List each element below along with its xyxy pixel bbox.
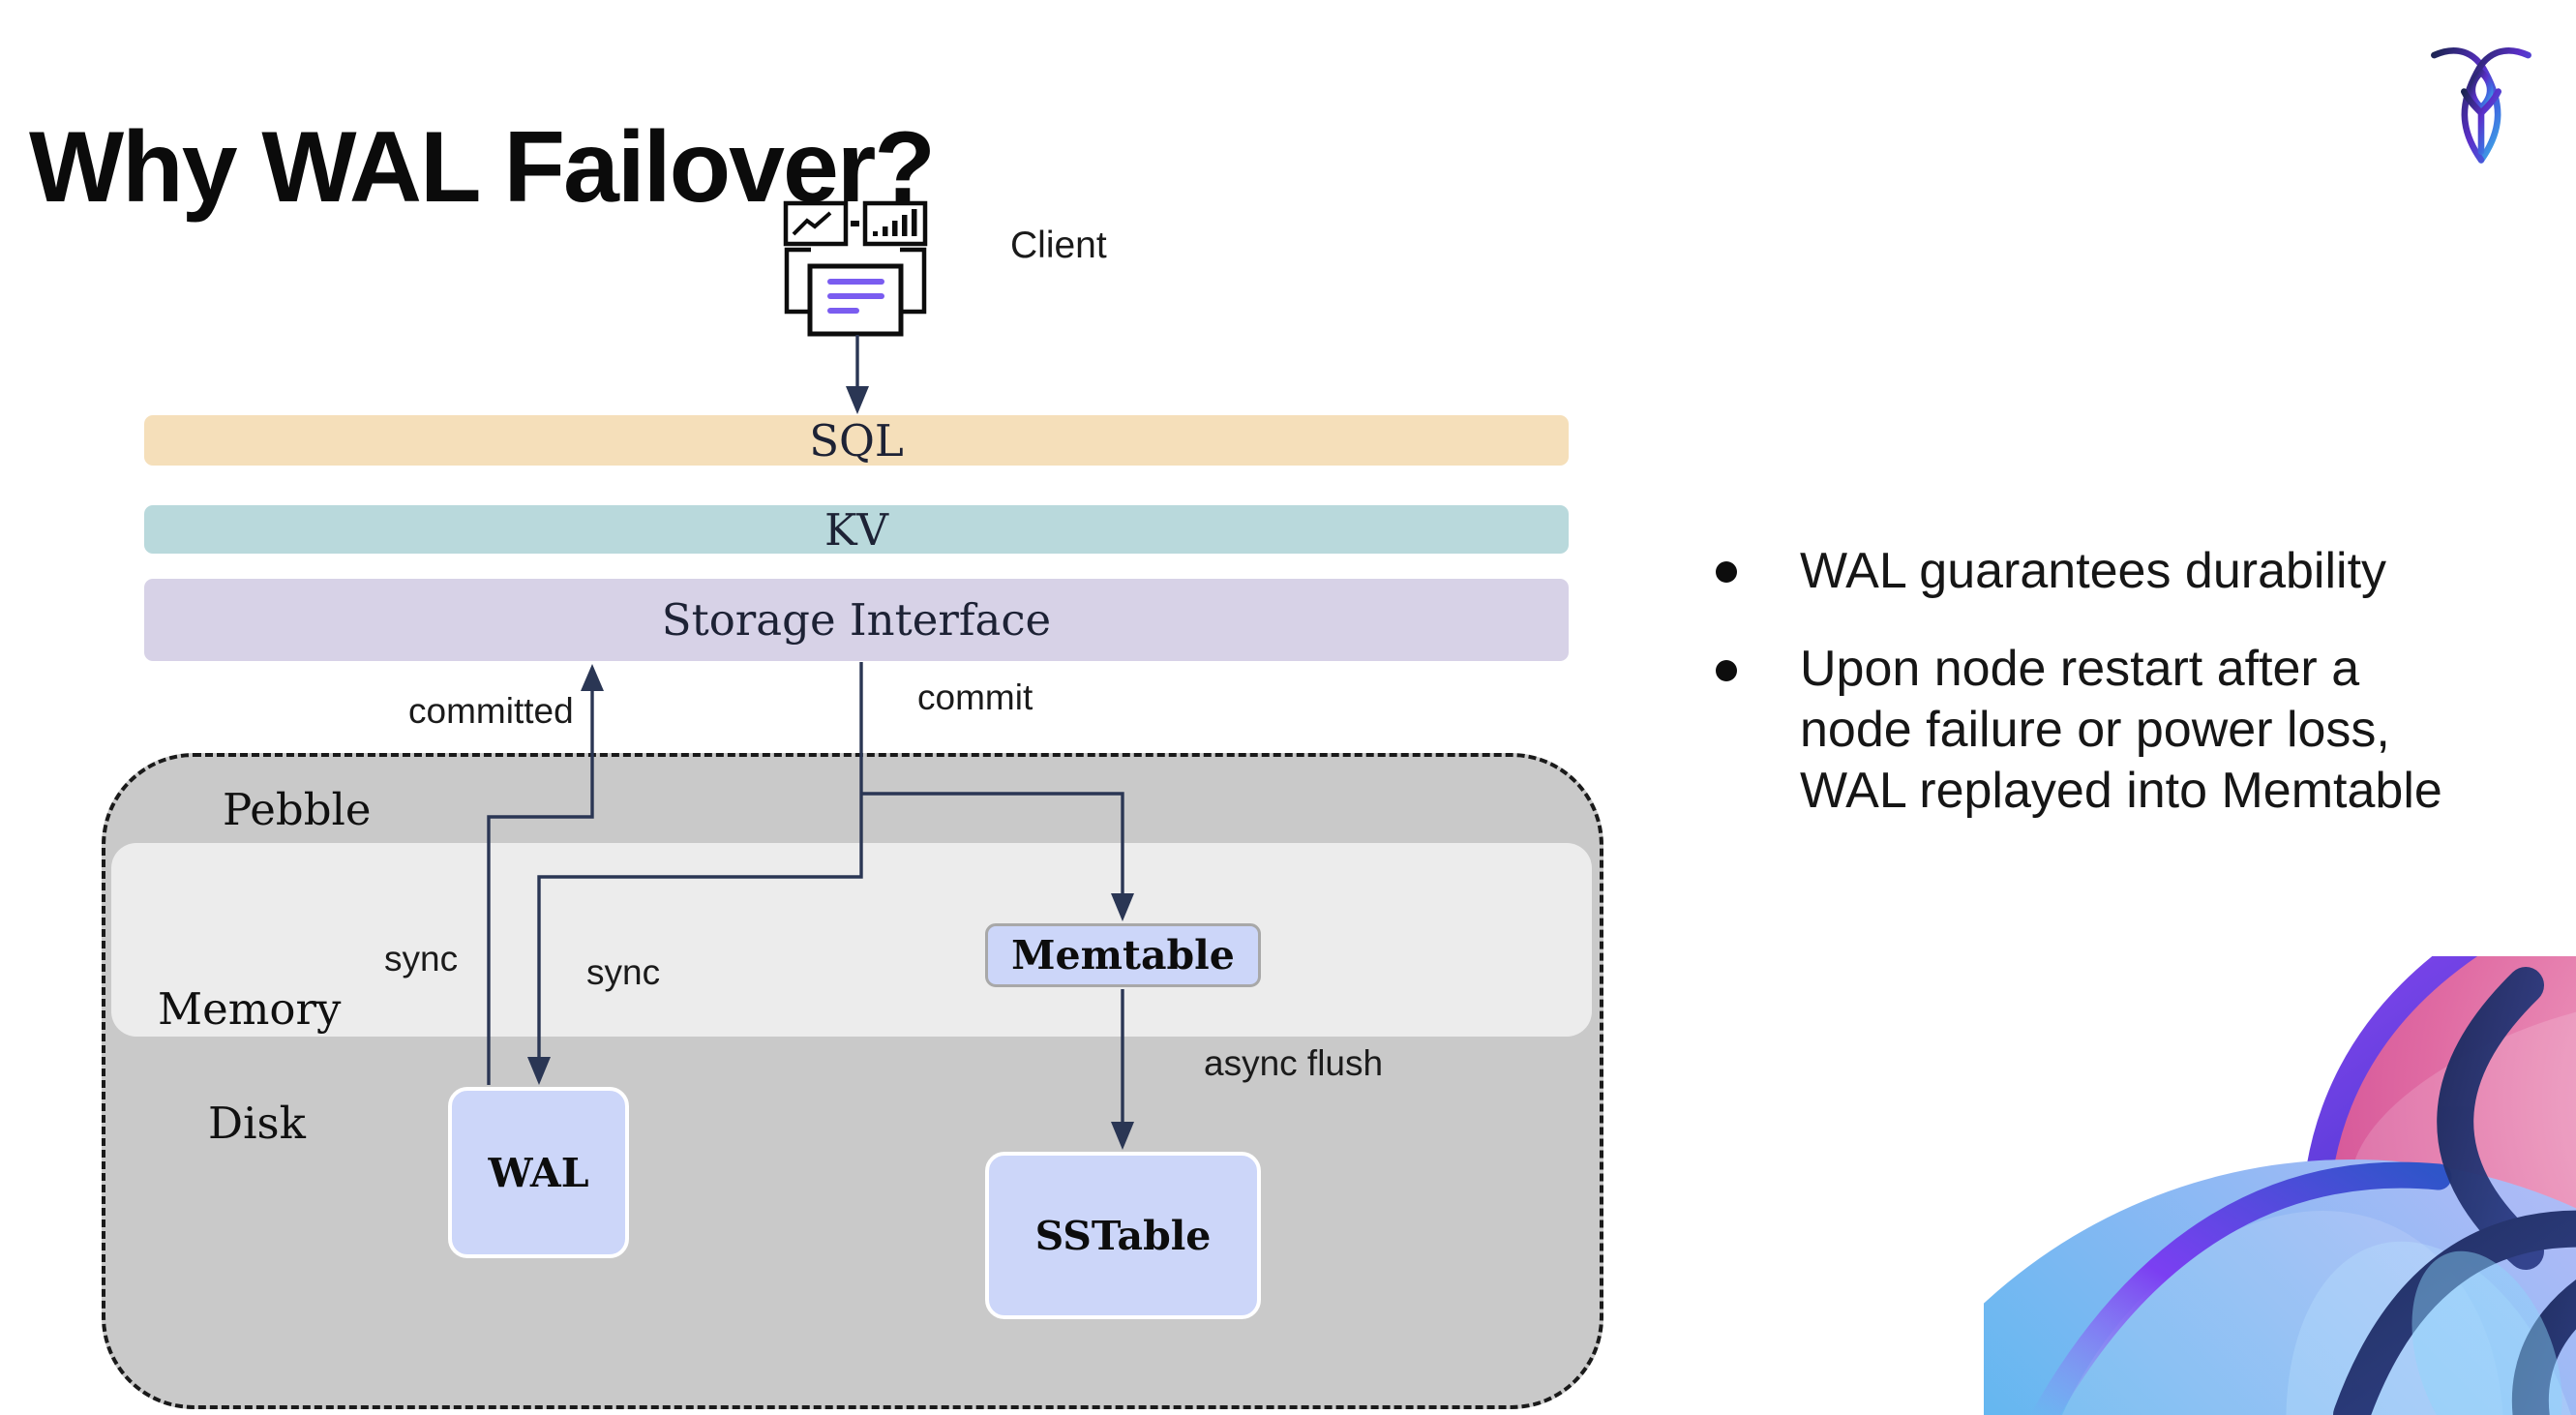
async-flush-label: async flush [1204,1043,1384,1083]
decoration-spheres [1984,956,2576,1415]
memtable-box: Memtable [985,923,1261,987]
bracket-icon [784,247,927,315]
layer-sql: SQL [144,414,1569,467]
bar-chart-icon [873,209,917,236]
bullet-line: WAL replayed into Memtable [1800,763,2442,819]
wal-label: WAL [488,1149,589,1196]
bullet-line: WAL guarantees durability [1800,543,2387,599]
dash-connector [851,221,859,226]
sstable-box: SSTable [985,1152,1261,1319]
sync-right-label: sync [586,952,661,992]
layer-sql-label: SQL [809,414,904,467]
layer-storage-interface: Storage Interface [144,579,1569,661]
sstable-label: SSTable [1034,1212,1212,1259]
bullet-item: WAL guarantees durability [1800,541,2386,602]
line-chart-icon [792,211,832,236]
sync-left-label: sync [384,939,459,978]
bullet-item: Upon node restart after a node failure o… [1800,639,2442,822]
layer-storage-label: Storage Interface [661,594,1052,646]
client-workstation-icon [783,200,928,337]
wal-box: WAL [448,1087,629,1258]
bullet-dot [1716,561,1737,583]
cockroach-logo-icon [2431,46,2531,164]
arrowhead-into-storage [581,664,604,691]
commit-label: commit [917,677,1033,717]
disk-label: Disk [208,1098,306,1149]
client-label: Client [1010,225,1107,266]
document-icon [807,263,904,337]
pebble-label: Pebble [223,784,372,835]
layer-kv: KV [144,503,1569,556]
memory-label: Memory [158,983,342,1035]
committed-label: committed [408,691,574,731]
bullet-line: Upon node restart after a [1800,641,2360,697]
layer-kv-label: KV [824,503,889,556]
bullet-line: node failure or power loss, [1800,702,2390,758]
bullet-dot [1716,660,1737,681]
arrowhead-into-sql [846,386,869,414]
memtable-label: Memtable [1011,932,1235,978]
document-text-lines [827,279,884,314]
